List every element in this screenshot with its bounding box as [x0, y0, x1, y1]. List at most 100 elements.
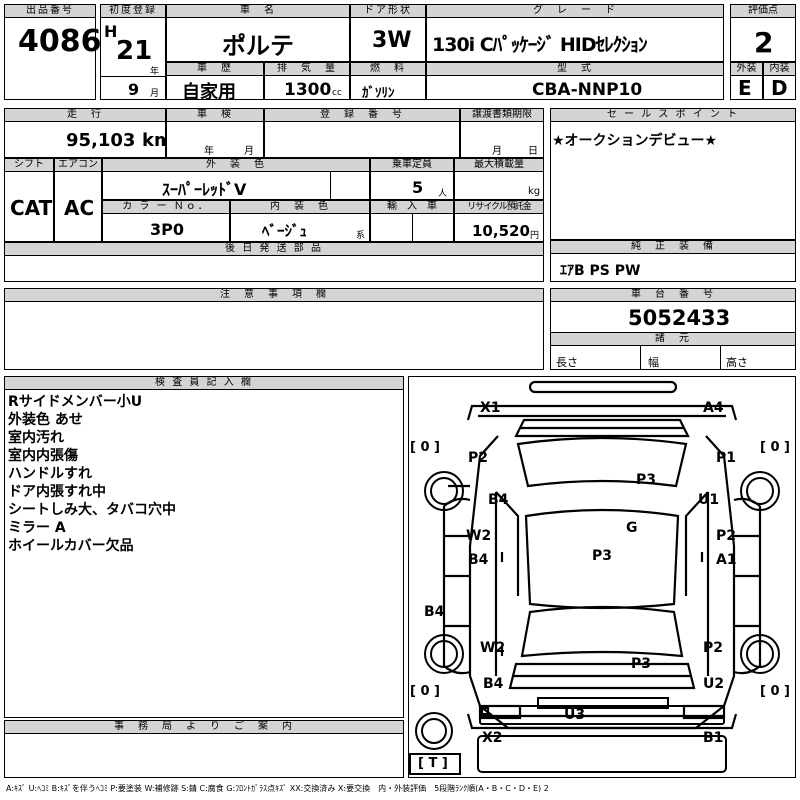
sales-point-box [550, 108, 796, 240]
int-grade: D [771, 76, 788, 100]
lot-number: 4086 [18, 24, 102, 59]
damage-label: U1 [698, 492, 720, 508]
score-label: 評価点 [730, 4, 796, 18]
damage-label: B4 [424, 604, 445, 620]
tire-front-right: [ 0 ] [760, 440, 790, 455]
spec-width: 幅 [648, 356, 659, 369]
int-color-unit: 系 [356, 231, 366, 241]
ac: AC [64, 196, 95, 220]
import-label: 輸 入 車 [370, 200, 454, 214]
note-line: Rサイドメンバー小U [8, 394, 143, 410]
int-grade-label: 内装 [763, 62, 796, 76]
later-parts-label: 後 日 発 送 部 品 [4, 242, 544, 256]
capacity-unit: 人 [438, 189, 448, 199]
car-name-label: 車 名 [166, 4, 350, 18]
displacement-unit: cc [332, 88, 342, 98]
mileage-label: 走 行 [4, 108, 166, 122]
note-line: シートしみ大、タバコ穴中 [8, 502, 176, 518]
note-line: ミラー A [8, 520, 66, 536]
note-line: ホイールカバー欠品 [8, 538, 134, 554]
displacement-label: 排 気 量 [264, 62, 350, 76]
tire-rear-right: [ 0 ] [760, 684, 790, 699]
damage-label: G [626, 520, 638, 536]
note-line: 外装色 あせ [8, 412, 83, 428]
damage-label: X2 [482, 730, 503, 746]
damage-diagram-box [408, 376, 796, 778]
color-no: 3P0 [150, 220, 184, 239]
damage-label: P1 [716, 450, 737, 466]
grade: 130i Cﾊﾟｯｹｰｼﾞ HIDｾﾚｸｼｮﾝ [432, 34, 648, 56]
caution-label: 注 意 事 項 欄 [4, 288, 544, 302]
damage-label: P3 [636, 472, 657, 488]
ac-box [54, 158, 102, 242]
lot-number-box [4, 4, 96, 100]
chassis-label: 車 台 番 号 [550, 288, 796, 302]
damage-label: B4 [488, 492, 509, 508]
ext-color: ｽｰﾊﾟｰﾚｯﾄﾞⅤ [162, 180, 247, 199]
damage-label: P3 [631, 656, 652, 672]
reg-year: 21 [116, 36, 153, 66]
load-label: 最大積載量 [454, 158, 544, 172]
displacement: 1300 [284, 80, 332, 100]
era: H [104, 22, 118, 41]
fuel-label: 燃 料 [350, 62, 426, 76]
damage-label: U3 [564, 707, 586, 723]
tire-front-left: [ 0 ] [410, 440, 440, 455]
inspector-notes: Rサイドメンバー小U 外装色 あせ 室内汚れ 室内内張傷 ハンドルすれ ドア内張… [8, 393, 398, 555]
month-unit: 月 [150, 89, 160, 99]
legend: A:ｷｽﾞ U:ﾍｺﾐ B:ｷｽﾞを伴うﾍｺﾐ P:要塗装 W:補修跡 S:錆 … [6, 784, 549, 793]
spec-length: 長さ [556, 356, 578, 369]
int-color: ﾍﾞｰｼﾞｭ [262, 222, 308, 240]
lot-number-label: 出品番号 [4, 4, 96, 18]
damage-label: W2 [480, 640, 506, 656]
damage-label: A4 [703, 400, 724, 416]
spare-tire: [ T ] [418, 756, 448, 771]
damage-label: A1 [716, 552, 737, 568]
damage-label: U2 [703, 676, 725, 692]
score: 2 [754, 26, 774, 59]
door-label: ドア形状 [350, 4, 426, 18]
capacity: 5 [412, 178, 424, 197]
color-no-label: カ ラ ー Ｎｏ． [102, 200, 230, 214]
office-label: 事 務 局 よ り ご 案 内 [4, 720, 404, 734]
reg-number-label: 登 録 番 号 [264, 108, 460, 122]
grade-label: グ レ ー ド [426, 4, 724, 18]
damage-label: P2 [716, 528, 737, 544]
history-label: 車 歴 [166, 62, 264, 76]
car-diagram [409, 380, 780, 775]
mileage-unit: km [142, 130, 173, 151]
spec-height: 高さ [726, 356, 748, 369]
fuel: ｶﾞｿﾘﾝ [362, 86, 395, 101]
inspection-label: 車 検 [166, 108, 264, 122]
model: CBA-NNP10 [532, 80, 643, 100]
insp-year-unit: 年 [204, 146, 214, 157]
note-line: ドア内張すれ中 [8, 484, 106, 500]
history: 自家用 [182, 82, 236, 103]
transfer-month-unit: 月 [492, 146, 502, 157]
int-color-label: 内 装 色 [230, 200, 370, 214]
damage-label: W2 [466, 528, 492, 544]
tire-rear-left: [ 0 ] [410, 684, 440, 699]
car-name: ポルテ [222, 32, 294, 60]
note-line: 室内汚れ [8, 430, 64, 446]
ext-grade: E [738, 76, 752, 100]
specs-label: 諸 元 [550, 332, 796, 346]
damage-label: X1 [480, 400, 501, 416]
chassis-number: 5052433 [628, 306, 731, 330]
damage-label: B4 [468, 552, 489, 568]
insp-month-unit: 月 [244, 146, 254, 157]
note-line: ハンドルすれ [8, 466, 92, 482]
inspector-label: 検 査 員 記 入 欄 [4, 376, 404, 390]
ext-grade-label: 外装 [730, 62, 763, 76]
damage-label: B1 [703, 730, 724, 746]
recycle-unit: 円 [530, 231, 540, 241]
shift-box [4, 158, 54, 242]
damage-label: P2 [468, 450, 489, 466]
shift: CAT [10, 196, 53, 220]
damage-label: P3 [592, 548, 613, 564]
load-unit: kg [528, 186, 541, 197]
capacity-label: 乗車定員 [370, 158, 454, 172]
sales-point-label: セ ー ル ス ポ イ ン ト [550, 108, 796, 122]
transfer-day-unit: 日 [528, 146, 538, 157]
note-line: 室内内張傷 [8, 448, 78, 464]
